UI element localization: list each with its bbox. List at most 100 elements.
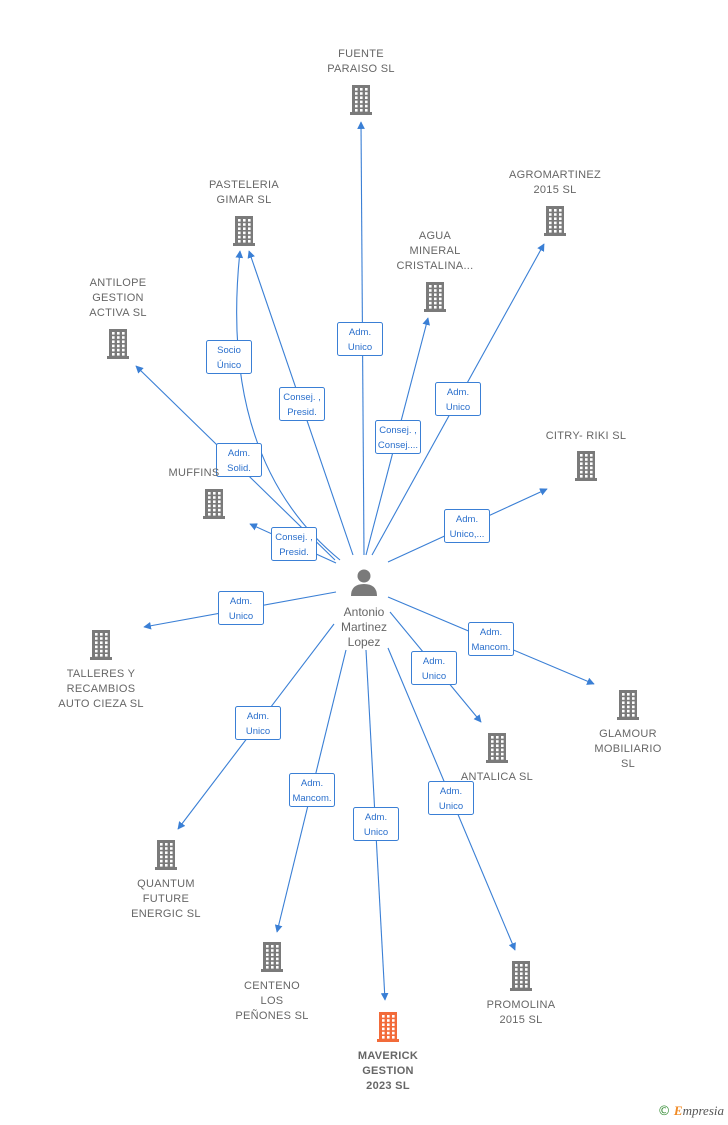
company-name: MINERAL bbox=[410, 245, 461, 257]
person-name: Martinez bbox=[341, 620, 387, 634]
relation-label-text: Presid. bbox=[279, 547, 309, 558]
company-node-citry[interactable]: CITRY- RIKI SL bbox=[546, 430, 627, 481]
building-icon bbox=[233, 216, 255, 246]
footer-brand: © Empresia bbox=[658, 1103, 724, 1119]
company-node-muffins[interactable]: MUFFINS bbox=[169, 467, 225, 519]
building-icon bbox=[107, 329, 129, 359]
relation-label-quantum[interactable]: Adm. Unico bbox=[235, 706, 281, 740]
company-name: AGUA bbox=[419, 230, 452, 242]
relation-label-talleres[interactable]: Adm.Unico bbox=[218, 591, 264, 625]
building-icon bbox=[544, 206, 566, 236]
company-node-agua[interactable]: AGUA MINERAL CRISTALINA... bbox=[396, 230, 473, 312]
company-name: 2023 SL bbox=[366, 1080, 410, 1092]
relation-label-text: Unico bbox=[348, 342, 372, 353]
relation-label-text: Adm. bbox=[480, 627, 502, 638]
company-name: 2015 SL bbox=[533, 184, 576, 196]
company-name: PROMOLINA bbox=[487, 999, 556, 1011]
relation-label-box[interactable] bbox=[271, 527, 317, 561]
relation-label-citry[interactable]: Adm.Unico,... bbox=[444, 509, 490, 543]
relation-label-agua[interactable]: Consej. ,Consej.... bbox=[375, 420, 421, 454]
relation-label-antalica[interactable]: Adm. Unico bbox=[411, 651, 457, 685]
relation-label-box[interactable] bbox=[337, 322, 383, 356]
relation-label-box[interactable] bbox=[435, 382, 481, 416]
relation-label-box[interactable] bbox=[428, 781, 474, 815]
relation-label-box[interactable] bbox=[289, 773, 335, 807]
relation-label-text: Adm. bbox=[456, 514, 478, 525]
company-node-antalica[interactable]: ANTALICA SL bbox=[461, 733, 533, 783]
company-name: MUFFINS bbox=[169, 467, 220, 479]
company-name: CENTENO bbox=[244, 980, 300, 992]
company-name: CITRY- RIKI SL bbox=[546, 430, 627, 442]
relation-label-box[interactable] bbox=[235, 706, 281, 740]
relation-label-muffins[interactable]: Consej. , Presid. bbox=[271, 527, 317, 561]
company-name: CRISTALINA... bbox=[396, 260, 473, 272]
relation-label-glamour[interactable]: Adm. Mancom. bbox=[468, 622, 514, 656]
relation-label-text: Unico bbox=[246, 726, 270, 737]
building-icon bbox=[377, 1012, 399, 1042]
person-name: Lopez bbox=[348, 635, 381, 649]
company-name: RECAMBIOS bbox=[67, 683, 136, 695]
company-name: ANTILOPE bbox=[90, 277, 147, 289]
company-name: ANTALICA SL bbox=[461, 771, 533, 783]
relation-label-box[interactable] bbox=[411, 651, 457, 685]
relation-label-text: Unico bbox=[422, 671, 446, 682]
company-name: FUENTE bbox=[338, 48, 384, 60]
relation-label-text: Adm. bbox=[349, 327, 371, 338]
relation-label-text: Adm. bbox=[247, 711, 269, 722]
company-name: AGROMARTINEZ bbox=[509, 169, 601, 181]
relation-label-text: Adm. bbox=[301, 778, 323, 789]
relation-label-text: Adm. bbox=[230, 596, 252, 607]
relation-label-box[interactable] bbox=[279, 387, 325, 421]
relation-label-box[interactable] bbox=[444, 509, 490, 543]
relation-label-maverick[interactable]: Adm.Unico bbox=[353, 807, 399, 841]
company-name: GIMAR SL bbox=[217, 194, 272, 206]
company-name: LOS bbox=[261, 995, 284, 1007]
relation-label-promolina[interactable]: Adm. Unico bbox=[428, 781, 474, 815]
company-name: GESTION bbox=[362, 1065, 414, 1077]
company-node-fuente[interactable]: FUENTE PARAISO SL bbox=[327, 48, 395, 115]
building-icon bbox=[155, 840, 177, 870]
relation-label-box[interactable] bbox=[353, 807, 399, 841]
relation-label-centeno[interactable]: Adm.Mancom. bbox=[289, 773, 335, 807]
company-node-maverick[interactable]: MAVERICK GESTION 2023 SL bbox=[358, 1012, 418, 1092]
building-icon bbox=[350, 85, 372, 115]
relation-label-text: Adm. bbox=[440, 786, 462, 797]
company-name: MOBILIARIO bbox=[594, 743, 661, 755]
building-icon bbox=[424, 282, 446, 312]
company-name: MAVERICK bbox=[358, 1050, 418, 1062]
relation-label-text: Adm. bbox=[423, 656, 445, 667]
relation-label-fuente[interactable]: Adm. Unico bbox=[337, 322, 383, 356]
relation-label-text: Consej. , bbox=[283, 392, 321, 403]
relation-label-box[interactable] bbox=[206, 340, 252, 374]
company-name: PARAISO SL bbox=[327, 63, 395, 75]
building-icon bbox=[203, 489, 225, 519]
building-icon bbox=[486, 733, 508, 763]
relation-label-text: Consej. , bbox=[275, 532, 313, 543]
relation-label-box[interactable] bbox=[375, 420, 421, 454]
relation-label-box[interactable] bbox=[218, 591, 264, 625]
company-name: GESTION bbox=[92, 292, 144, 304]
relation-label-text: Mancom. bbox=[471, 642, 510, 653]
relation-label-pasteleria[interactable]: Consej. ,Presid. bbox=[279, 387, 325, 421]
relation-label-antilope[interactable]: Adm.Solid. bbox=[216, 443, 262, 477]
relation-label-text: Unico bbox=[439, 801, 463, 812]
relation-label-box[interactable] bbox=[216, 443, 262, 477]
building-icon bbox=[510, 961, 532, 991]
company-node-agromartinez[interactable]: AGROMARTINEZ 2015 SL bbox=[509, 169, 601, 236]
building-icon bbox=[575, 451, 597, 481]
relation-label-box[interactable] bbox=[468, 622, 514, 656]
relation-label-text: Consej. , bbox=[379, 425, 417, 436]
relation-label-text: Adm. bbox=[228, 448, 250, 459]
relation-label-agromartinez[interactable]: Adm.Unico bbox=[435, 382, 481, 416]
